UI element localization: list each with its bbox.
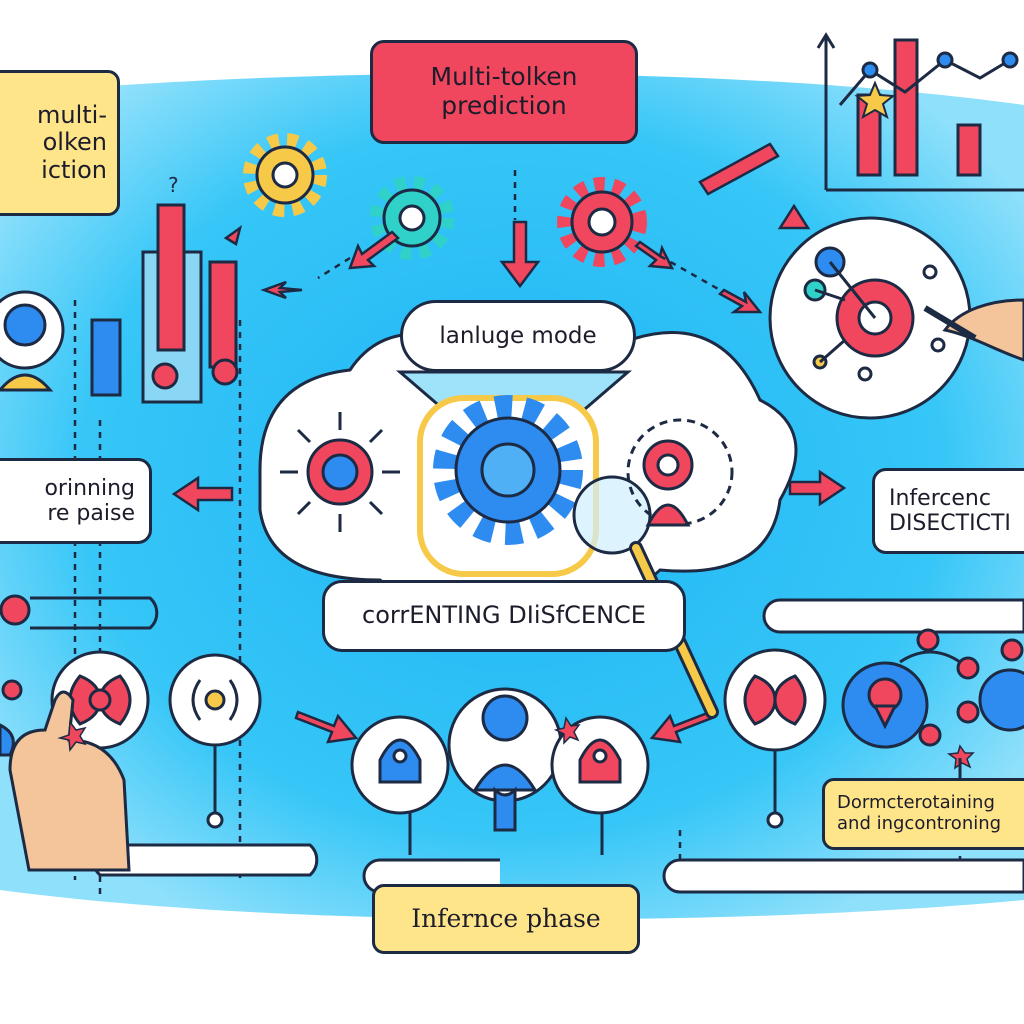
red-gear-icon [557, 177, 647, 267]
inference-right-label: Infercenc DISECTICTI [872, 468, 1024, 554]
title-label: Multi-tolken prediction [370, 40, 638, 144]
inference-phase-label: Infernce phase [372, 884, 640, 954]
svg-text:?: ? [168, 173, 179, 197]
pretraining-text: orinning re paise [44, 475, 135, 526]
language-model-text: lanluge mode [439, 322, 597, 349]
yellow-gear-icon [243, 133, 327, 217]
bottom-right-text: Dormcterotaining and ingcontroning [837, 792, 1002, 834]
people-group-icon [350, 687, 650, 855]
title-text: Multi-tolken prediction [430, 62, 578, 120]
corrent-label: corrENTING DIiSfCENCE [322, 580, 686, 652]
language-model-label: lanluge mode [400, 300, 636, 372]
arrow-left-icon [348, 230, 400, 270]
chart-icon [816, 32, 1024, 192]
arrow-left-icon [223, 225, 243, 246]
left-bars-icon: ? [90, 173, 239, 404]
arrow-left-icon [649, 710, 714, 744]
flow-arrows [171, 142, 847, 744]
central-gear-icon [417, 395, 599, 577]
pretraining-label: orinning re paise [0, 458, 152, 544]
arrow-right-icon [717, 288, 763, 314]
left-node-chain [0, 594, 262, 829]
top-left-text: multi- olken iction [37, 100, 107, 184]
hand-pointer-icon [0, 690, 131, 872]
inference-phase-text: Infernce phase [411, 903, 601, 933]
arrow-left-icon [171, 475, 234, 513]
arrow-up-icon [777, 203, 811, 230]
arrow-right-icon [788, 469, 847, 507]
top-left-label: multi- olken iction [0, 70, 120, 216]
arrow-right-icon [634, 240, 675, 270]
target-person-icon [626, 418, 734, 527]
bottom-right-label: Dormcterotaining and ingcontroning [822, 778, 1024, 850]
pencil-icon [698, 142, 780, 196]
inference-right-text: Infercenc DISECTICTI [889, 485, 1011, 536]
teal-gear-icon [370, 176, 454, 260]
person-icon [0, 290, 65, 392]
corrent-text: corrENTING DIiSfCENCE [362, 601, 646, 630]
arrow-right-icon [294, 710, 359, 744]
arrow-left-icon [260, 280, 303, 300]
hand-pen-icon [923, 298, 1024, 362]
right-node-chain [723, 628, 1024, 829]
down-arrow-icon [499, 220, 541, 289]
directional-node-icon [280, 412, 400, 532]
